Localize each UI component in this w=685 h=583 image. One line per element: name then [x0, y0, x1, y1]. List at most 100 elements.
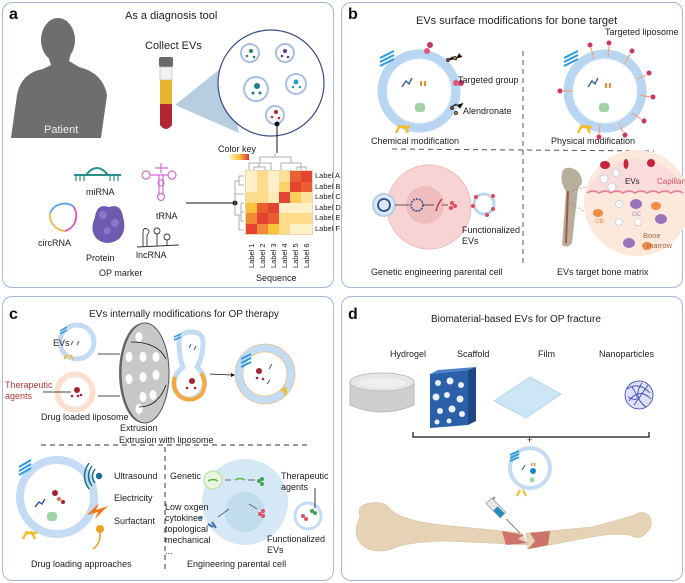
bracket	[412, 432, 650, 438]
capillary-label: Capillary	[657, 177, 685, 186]
heatmap-cell	[290, 181, 301, 192]
heatmap-cell	[290, 171, 301, 182]
functionalized-evs-label-2: EVs	[267, 545, 284, 555]
mirna-label: miRNA	[86, 187, 115, 197]
heatmap-cell	[279, 171, 290, 182]
horizontal-divider	[391, 148, 655, 152]
ev-particles	[240, 43, 307, 125]
heatmap-col-label: Label 6	[302, 243, 311, 268]
fusing-vesicle-icon	[171, 329, 207, 402]
panel-c-illustration	[16, 322, 323, 569]
heatmap-row-label: Label B	[315, 181, 341, 191]
electricity-label: Electricity	[114, 493, 153, 503]
functionalized-ev-icon	[293, 488, 323, 531]
surfactant-label: Surfactant	[114, 516, 156, 526]
stimulus-item: cytokines	[165, 513, 203, 523]
mirna-icon	[74, 167, 121, 181]
stimulus-item: topological	[165, 524, 209, 534]
heatmap-cell	[257, 223, 268, 234]
collect-evs-label: Collect EVs	[145, 40, 202, 52]
functionalized-ev-icon	[471, 192, 496, 217]
heatmap-col-label: Label 3	[269, 243, 278, 268]
trna-label: tRNA	[156, 211, 178, 221]
heatmap-cell	[268, 202, 279, 213]
heatmap-col-label: Label 2	[258, 243, 267, 268]
drug-loading-ev-icon	[16, 456, 98, 540]
therapeutic-agents-label: Therapeutic	[281, 471, 329, 481]
stimulus-item: Low oxgen	[165, 502, 209, 512]
surfactant-icon	[92, 525, 104, 550]
panel-c-internal-modifications: c EVs internally modifications for OP th…	[2, 296, 334, 581]
heatmap-cell	[257, 181, 268, 192]
extrusion-with-liposome-label: Extrusion with liposome	[119, 435, 214, 445]
panel-a-diagnosis: a As a diagnosis tool	[2, 2, 341, 288]
evs-label: EVs	[625, 177, 640, 186]
heatmap-col-label: Label 5	[291, 243, 300, 268]
panel-label: d	[348, 306, 358, 323]
heatmap-cell	[290, 202, 301, 213]
alendronate-label: Alendronate	[463, 106, 512, 116]
row-dendrogram	[234, 175, 244, 231]
drug-loaded-liposome-label: Drug loaded liposome	[41, 412, 129, 422]
heatmap-cell	[268, 181, 279, 192]
extrusion-label: Extrusion	[120, 423, 158, 433]
panel-title: EVs surface modifications for bone targe…	[416, 15, 618, 27]
panel-title: EVs internally modifications for OP ther…	[89, 309, 279, 320]
parental-cell-icon	[372, 164, 472, 250]
bone-matrix-label: EVs target bone matrix	[557, 267, 649, 277]
functionalized-evs-label: Functionalized	[267, 534, 326, 544]
targeted-liposome-label: Targeted liposome	[605, 27, 679, 37]
heatmap-cell	[279, 202, 290, 213]
heatmap-cell	[246, 192, 257, 203]
heatmap-cell	[246, 171, 257, 182]
syringe-icon	[485, 496, 521, 534]
nanoparticle-icon	[624, 380, 654, 410]
bone-marrow-label: Bone	[643, 231, 661, 240]
targeting-ligands	[557, 40, 656, 140]
engineered-parental-cell-icon	[197, 459, 288, 545]
heatmap-cell	[246, 202, 257, 213]
bone-matrix-zoom	[584, 150, 685, 256]
femur-icon	[561, 167, 582, 247]
heatmap-row-label: Label F	[315, 223, 341, 233]
ultrasound-label: Ultrasound	[114, 471, 158, 481]
column-dendrogram	[248, 153, 307, 171]
targeted-liposome-icon	[557, 40, 656, 140]
heatmap-cell	[290, 213, 301, 224]
op-marker-label: OP marker	[99, 268, 143, 278]
blood-tube-icon	[159, 57, 173, 129]
therapeutic-agents-label-2: agents	[5, 391, 33, 401]
heatmap-cell	[246, 223, 257, 234]
heatmap-cell	[257, 171, 268, 182]
drug-liposome-icon	[54, 371, 96, 413]
chemical-modification-label: Chemical modification	[371, 136, 460, 146]
patient-label: Patient	[44, 124, 79, 136]
heatmap-cell	[268, 171, 279, 182]
evs-label: EVs	[53, 338, 70, 348]
heatmap-cell	[279, 192, 290, 203]
plus-sign: +	[527, 435, 533, 445]
heatmap-cell	[301, 223, 312, 234]
heatmap-cell	[246, 181, 257, 192]
stimulus-item: mechanical	[165, 535, 211, 545]
heatmap-cell	[257, 192, 268, 203]
heatmap-cell	[246, 213, 257, 224]
panel-d-biomaterials: d Biomaterial-based EVs for OP fracture …	[341, 296, 683, 581]
ev-icon	[508, 446, 552, 497]
heatmap-cell	[279, 223, 290, 234]
heatmap-cell	[290, 192, 301, 203]
heatmap-row-label: Label C	[315, 192, 341, 201]
ob-label: OB	[595, 219, 604, 225]
electricity-icon	[87, 503, 108, 519]
scaffold-icon	[430, 367, 476, 428]
heatmap-cell	[301, 171, 312, 182]
panel-label: a	[9, 6, 18, 23]
lncrna-icon	[136, 227, 180, 248]
patient-silhouette-icon	[11, 18, 107, 138]
heatmap-cell	[257, 213, 268, 224]
panel-b-illustration	[372, 40, 685, 263]
heatmap-col-label: Label 4	[280, 243, 289, 268]
panel-label: c	[9, 306, 18, 323]
heatmap-cell	[301, 192, 312, 203]
heatmap-cell	[301, 213, 312, 224]
